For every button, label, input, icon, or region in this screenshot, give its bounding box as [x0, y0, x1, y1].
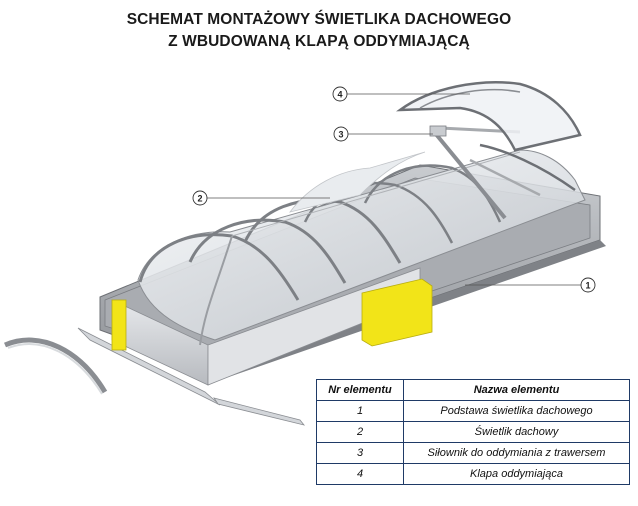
dome-panel-exploded	[289, 151, 426, 213]
callout-4-label: 4	[337, 90, 342, 100]
legend-col-name: Nazwa elementu	[403, 379, 630, 401]
detached-end-arch	[4, 337, 108, 395]
insulation-block-left	[111, 299, 127, 351]
element-legend-table: Nr elementu Nazwa elementu 1 Podstawa św…	[316, 379, 630, 485]
callout-1-label: 1	[585, 281, 590, 291]
legend-row-name: Siłownik do oddymiania z trawersem	[403, 442, 630, 464]
legend-row-number: 2	[316, 421, 404, 443]
callout-2-label: 2	[197, 194, 202, 204]
legend-row: 3 Siłownik do oddymiania z trawersem	[316, 442, 630, 464]
legend-header-row: Nr elementu Nazwa elementu	[316, 379, 630, 401]
callout-1: 1	[465, 277, 596, 293]
legend-row-number: 1	[316, 400, 404, 422]
legend-row: 4 Klapa oddymiająca	[316, 463, 630, 485]
legend-col-number: Nr elementu	[316, 379, 404, 401]
diagram-title-line-2: Z WBUDOWANĄ KLAPĄ ODDYMIAJĄCĄ	[168, 33, 470, 50]
callout-3-label: 3	[338, 130, 343, 140]
legend-row-name: Klapa oddymiająca	[403, 463, 630, 485]
legend-row-name: Świetlik dachowy	[403, 421, 630, 443]
diagram-title-line-1: SCHEMAT MONTAŻOWY ŚWIETLIKA DACHOWEGO	[126, 11, 512, 28]
insulation-block-right	[361, 278, 433, 347]
legend-row-number: 3	[316, 442, 404, 464]
legend-row: 1 Podstawa świetlika dachowego	[316, 400, 630, 422]
smoke-vent-flap	[395, 81, 582, 192]
callout-3: 3	[333, 126, 433, 142]
legend-row-name: Podstawa świetlika dachowego	[403, 400, 630, 422]
callout-4: 4	[332, 86, 470, 102]
legend-row: 2 Świetlik dachowy	[316, 421, 630, 443]
callout-2: 2	[192, 190, 330, 206]
legend-row-number: 4	[316, 463, 404, 485]
